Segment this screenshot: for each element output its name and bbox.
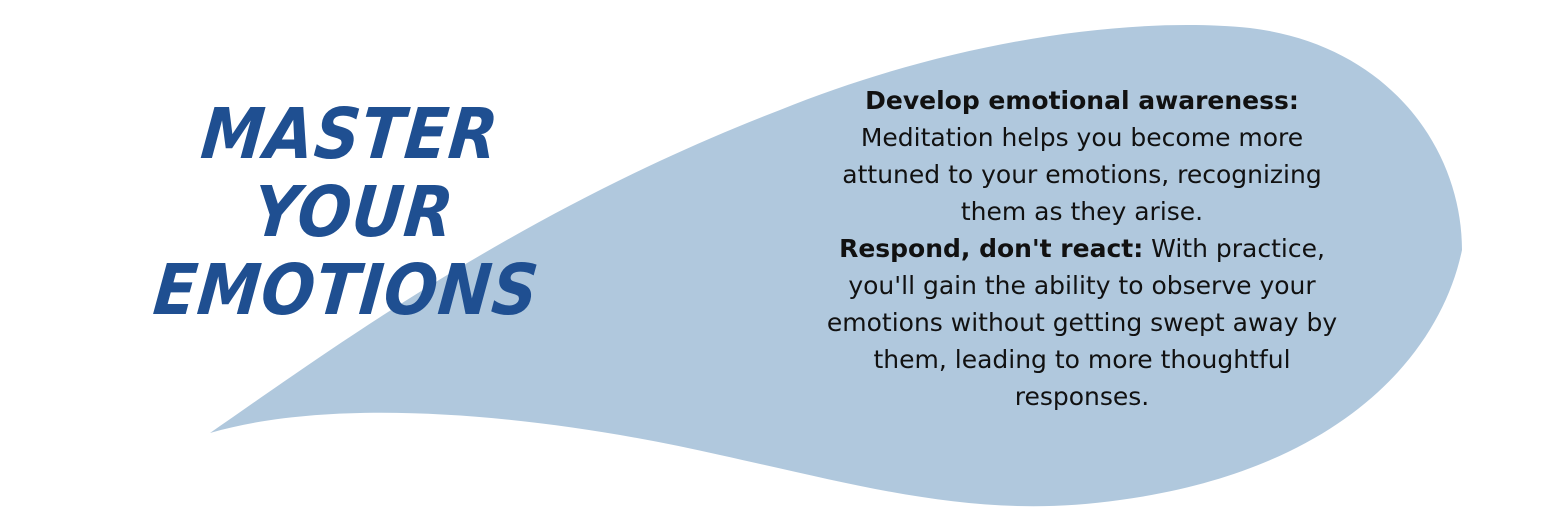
benefit-2-text: With practice, you'll gain the ability t…	[826, 234, 1338, 411]
title-line-2: YOUR EMOTIONS	[150, 171, 543, 331]
benefits-text: Develop emotional awareness: Meditation …	[808, 82, 1356, 415]
benefit-item-2: Respond, don't react: With practice, you…	[808, 230, 1356, 415]
benefit-item-1: Develop emotional awareness: Meditation …	[808, 82, 1356, 230]
title-line-1: MASTER	[197, 93, 503, 175]
section-title: MASTER YOUR EMOTIONS	[125, 93, 575, 331]
benefit-1-heading: Develop emotional awareness:	[865, 86, 1299, 115]
benefit-2-heading: Respond, don't react:	[839, 234, 1144, 263]
benefit-1-text: Meditation helps you become more attuned…	[842, 123, 1322, 226]
